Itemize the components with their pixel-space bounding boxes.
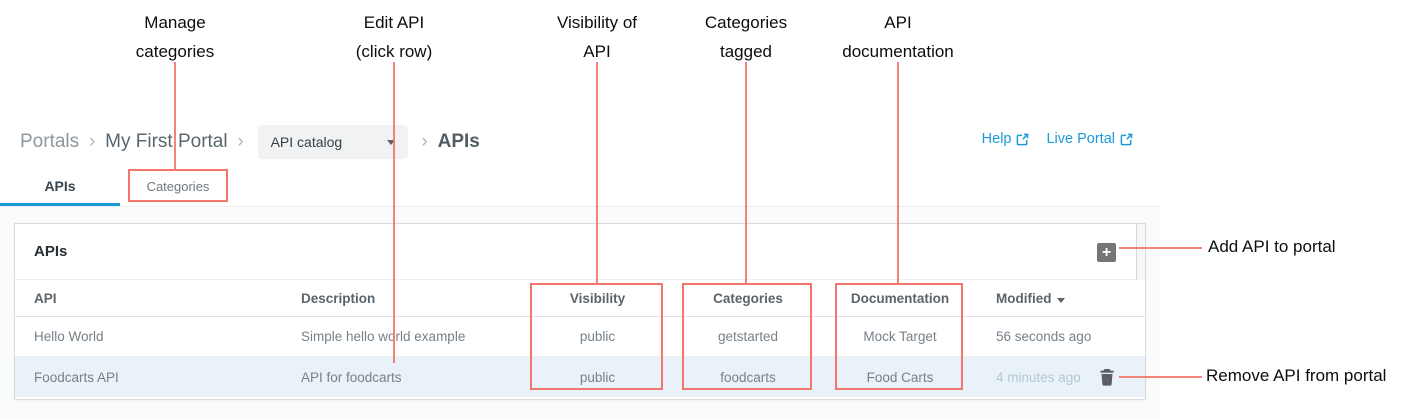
- cell-modified: 4 minutes ago: [996, 369, 1081, 385]
- callout-line: [393, 62, 395, 363]
- column-header-description[interactable]: Description: [301, 290, 376, 306]
- column-header-documentation[interactable]: Documentation: [850, 290, 950, 306]
- live-portal-link-label: Live Portal: [1046, 131, 1115, 147]
- table-row[interactable]: Foodcarts API API for foodcarts public f…: [15, 357, 1145, 397]
- callout-line-1: Visibility of: [557, 13, 637, 32]
- breadcrumb-portal-name-link[interactable]: My First Portal: [105, 131, 228, 152]
- callout-line-2: (click row): [355, 42, 433, 61]
- tab-categories[interactable]: Categories: [146, 179, 210, 194]
- callout-manage-categories: Manage categories: [75, 8, 275, 66]
- callout-categories-tagged: Categories tagged: [646, 8, 846, 66]
- callout-line-1: API: [884, 13, 912, 32]
- callout-remove-api: Remove API from portal: [1206, 366, 1387, 385]
- table-header-row: API Description Visibility Categories Do…: [15, 280, 1145, 317]
- column-header-visibility[interactable]: Visibility: [569, 290, 626, 306]
- callout-line-1: Categories: [704, 13, 788, 32]
- cell-categories: getstarted: [717, 329, 779, 344]
- cell-documentation: Mock Target: [863, 329, 937, 344]
- callout-line-2: categories: [135, 42, 215, 61]
- chevron-right-icon: [412, 131, 438, 153]
- highlight-box-documentation-column: [835, 283, 963, 390]
- cell-categories: foodcarts: [720, 369, 776, 385]
- callout-line: [174, 62, 176, 169]
- cell-visibility: public: [579, 369, 616, 385]
- column-header-modified[interactable]: Modified: [996, 291, 1145, 306]
- highlight-box-visibility-column: [530, 283, 663, 390]
- card-header: APIs: [15, 224, 1145, 280]
- callout-line-1: Edit API: [363, 13, 425, 32]
- cell-description: API for foodcarts: [301, 369, 402, 385]
- sort-descending-icon: [1056, 297, 1065, 303]
- callout-line-2: documentation: [842, 42, 954, 61]
- live-portal-link[interactable]: Live Portal: [1046, 131, 1133, 147]
- breadcrumb-portals-link[interactable]: Portals: [20, 131, 80, 152]
- highlight-box-categories-tab: [128, 169, 228, 202]
- callout-line: [745, 62, 747, 283]
- callout-line: [1119, 247, 1202, 249]
- cell-description: Simple hello world example: [301, 329, 466, 344]
- dropdown-selected-value: API catalog: [270, 134, 343, 150]
- caret-down-icon: [386, 139, 395, 145]
- external-link-icon: [1120, 133, 1133, 145]
- cell-api: Foodcarts API: [34, 369, 119, 385]
- column-header-modified-label: Modified: [996, 290, 1052, 306]
- callout-api-documentation: API documentation: [798, 8, 998, 66]
- cell-modified: 56 seconds ago: [996, 329, 1092, 344]
- callout-line: [1119, 376, 1202, 378]
- cell-documentation: Food Carts: [866, 369, 934, 385]
- breadcrumb: Portals My First Portal API catalog APIs: [20, 122, 480, 162]
- remove-api-button[interactable]: [1099, 368, 1115, 386]
- tab-bar: APIs Categories: [0, 170, 1160, 207]
- card-title: APIs: [34, 243, 68, 260]
- column-header-api[interactable]: API: [34, 290, 57, 306]
- chevron-right-icon: [228, 131, 254, 153]
- help-link[interactable]: Help: [982, 131, 1030, 147]
- tab-apis[interactable]: APIs: [0, 170, 120, 206]
- callout-visibility: Visibility of API: [497, 8, 697, 66]
- callout-add-api: Add API to portal: [1208, 237, 1336, 256]
- column-header-categories[interactable]: Categories: [713, 290, 783, 306]
- callout-line-2: API: [583, 42, 611, 61]
- callout-line: [897, 62, 899, 283]
- chevron-right-icon: [79, 131, 105, 153]
- help-link-label: Help: [981, 131, 1012, 147]
- callout-line: [596, 62, 598, 283]
- scrollbar[interactable]: [1136, 224, 1145, 280]
- cell-api: Hello World: [34, 329, 104, 344]
- breadcrumb-current-page: APIs: [437, 131, 480, 152]
- apis-card: APIs API Description Visibility Categori…: [14, 223, 1146, 400]
- header-links: Help Live Portal: [982, 131, 1133, 147]
- callout-line-1: Manage: [144, 13, 206, 32]
- cell-visibility: public: [579, 329, 616, 344]
- add-api-button[interactable]: [1097, 243, 1116, 262]
- page-select-dropdown[interactable]: API catalog: [257, 125, 408, 159]
- external-link-icon: [1017, 133, 1029, 145]
- callout-line-2: tagged: [720, 42, 772, 61]
- table-row[interactable]: Hello World Simple hello world example p…: [15, 317, 1145, 357]
- highlight-box-categories-column: [682, 283, 812, 390]
- callout-edit-api: Edit API (click row): [294, 8, 494, 66]
- trash-icon: [1100, 369, 1114, 386]
